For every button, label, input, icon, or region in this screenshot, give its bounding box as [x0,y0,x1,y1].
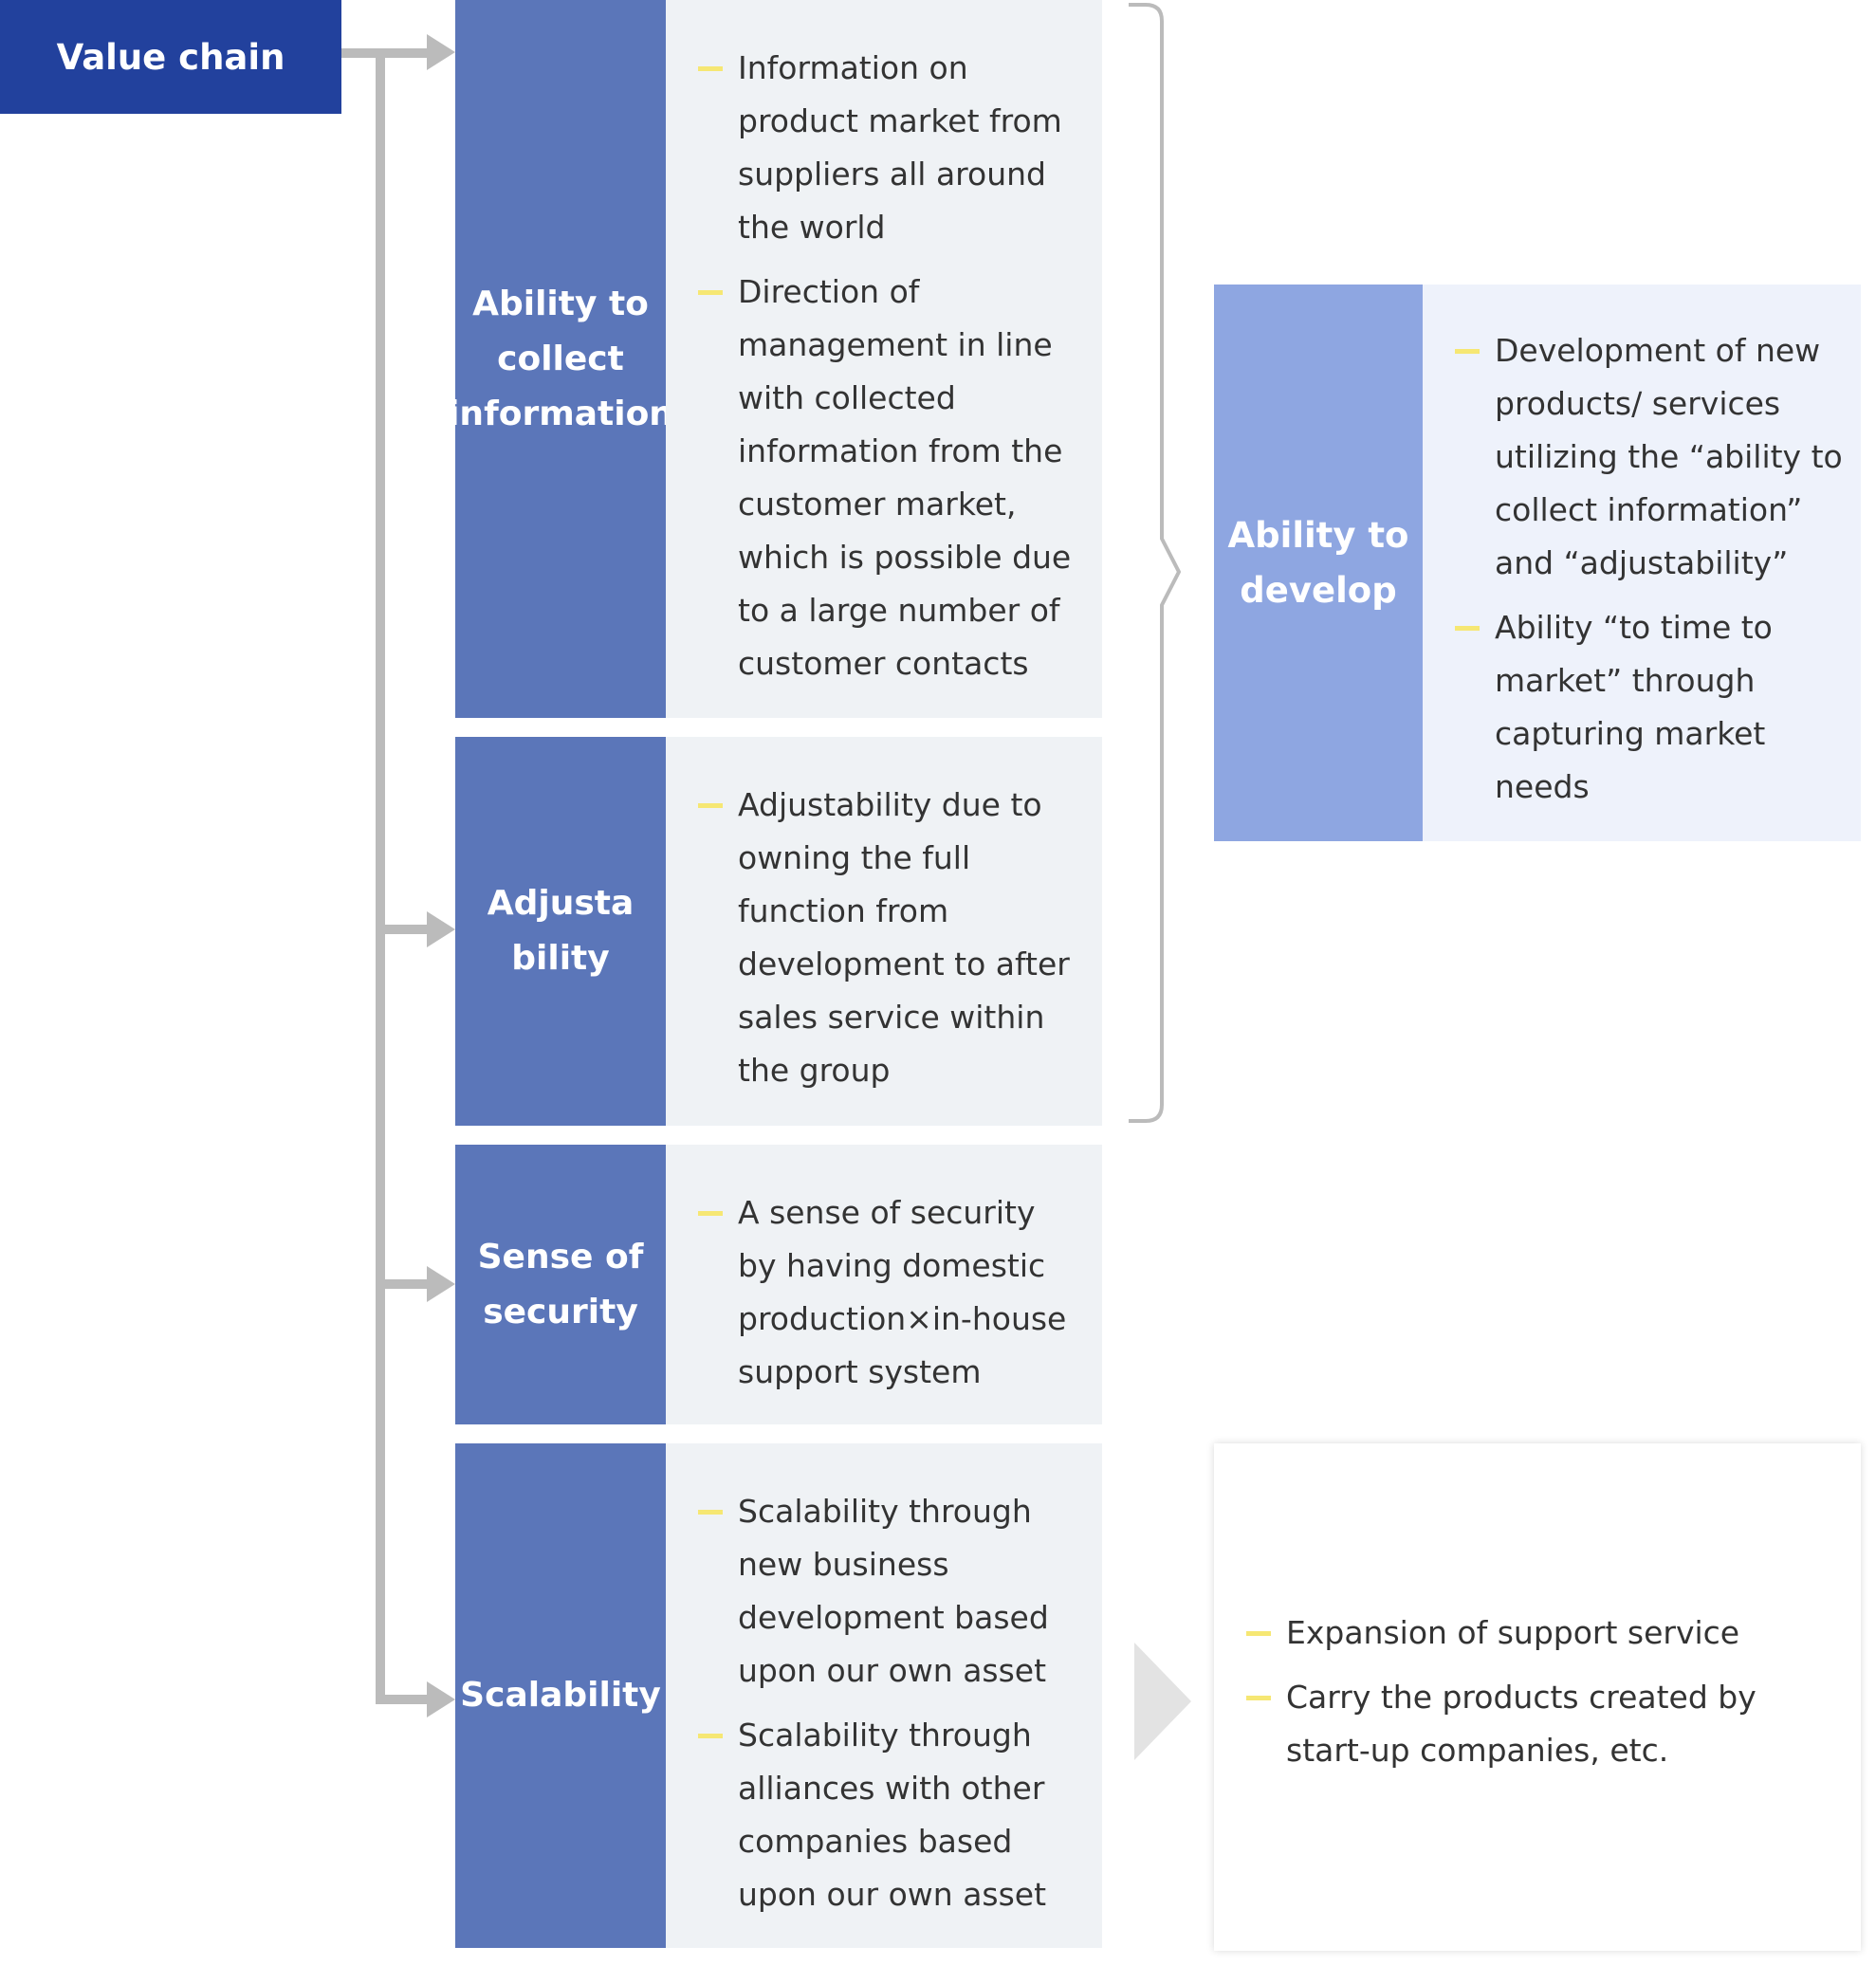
bullet-item: Carry the products created by start-up c… [1246,1671,1832,1777]
arrowhead-scalability [427,1681,455,1717]
bullet-item: A sense of security by having domestic p… [698,1186,1077,1399]
category-collect-information: Ability to collect information [448,0,673,718]
expansion-arrow [1134,1643,1191,1760]
bullet-item: Direction of management in line with col… [698,266,1077,690]
bullet-item: Adjustability due to owning the full fun… [698,779,1077,1097]
category-sense-of-security: Sense of security [455,1145,666,1424]
develop-label: Ability to develop [1227,514,1409,611]
description-sense-of-security: A sense of security by having domestic p… [666,1145,1102,1424]
description-scalability: Scalability through new business develop… [666,1443,1102,1948]
bullet-item: Information on product market from suppl… [698,42,1077,254]
branch-line-adjustability [376,925,429,934]
bullet-item: Ability “to time to market” through capt… [1455,601,1844,814]
category-adjustability: Adjusta bility [455,737,666,1126]
branch-line-security [376,1279,429,1289]
description-adjustability: Adjustability due to owning the full fun… [666,737,1102,1126]
category-label: Sense of security [477,1237,644,1331]
value-chain-header: Value chain [0,0,341,114]
vertical-connector-line [376,48,385,1704]
description-ability-to-develop: Development of new products/ services ut… [1423,285,1861,841]
header-connector-line [341,48,429,58]
arrowhead-collect [427,34,455,70]
bullet-item: Scalability through new business develop… [698,1485,1077,1698]
grouping-brace [1129,3,1181,1123]
arrowhead-security [427,1266,455,1302]
value-chain-title: Value chain [56,36,285,78]
bullet-item: Scalability through alliances with other… [698,1709,1077,1921]
category-ability-to-develop: Ability to develop [1214,285,1423,841]
bullet-item: Expansion of support service [1246,1607,1832,1660]
arrowhead-adjustability [427,911,455,947]
category-label: Ability to collect information [448,284,673,433]
category-label: Adjusta bility [487,884,635,978]
category-label: Scalability [460,1676,661,1715]
category-scalability: Scalability [455,1443,666,1948]
description-collect-information: Information on product market from suppl… [666,0,1102,718]
expansion-box: Expansion of support service Carry the p… [1214,1443,1861,1951]
bullet-item: Development of new products/ services ut… [1455,324,1844,590]
branch-line-scalability [376,1695,429,1704]
